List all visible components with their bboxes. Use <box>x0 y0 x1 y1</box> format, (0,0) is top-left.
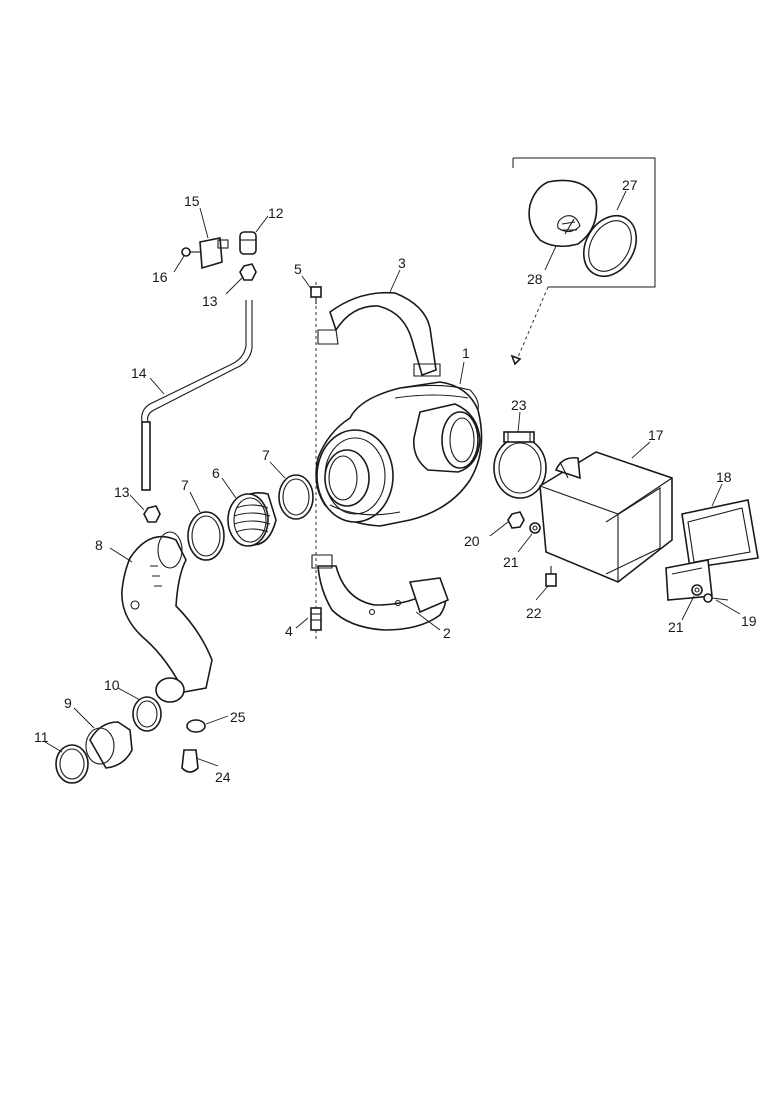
seal-ring-27 <box>582 215 638 277</box>
indicator-tube-14 <box>141 300 253 491</box>
clamp-23 <box>493 431 547 499</box>
callout-19: 19 <box>741 613 757 629</box>
inset-detail-box <box>510 157 656 366</box>
air-cleaner-housing-1 <box>315 381 483 527</box>
callout-10: 10 <box>104 677 120 693</box>
callout-7-left: 7 <box>181 477 189 493</box>
callout-1: 1 <box>462 345 470 361</box>
washer-21a <box>529 522 541 534</box>
fitting-13-bottom <box>143 505 161 523</box>
clamp-25 <box>186 719 206 733</box>
sleeve-10 <box>132 677 185 732</box>
nut-20 <box>507 511 525 529</box>
clamp-7-right <box>278 474 314 520</box>
clamp-7-left <box>187 511 225 561</box>
callout-labels: 1 2 3 4 5 6 7 7 8 9 10 11 12 13 13 14 15… <box>34 177 757 785</box>
washer-21b <box>691 584 703 596</box>
callout-18: 18 <box>716 469 732 485</box>
bolt-19 <box>703 593 729 603</box>
callout-11: 11 <box>34 729 49 745</box>
callout-21a: 21 <box>503 554 519 570</box>
callout-27: 27 <box>622 177 638 193</box>
filter-element-28 <box>528 179 598 248</box>
callout-14: 14 <box>131 365 147 381</box>
callout-28: 28 <box>527 271 543 287</box>
callout-23: 23 <box>511 397 527 413</box>
bolt-5 <box>310 286 322 304</box>
callout-2: 2 <box>443 625 451 641</box>
callout-25: 25 <box>230 709 246 725</box>
callout-13-bottom: 13 <box>114 484 130 500</box>
indicator-12 <box>239 231 257 255</box>
callout-4: 4 <box>285 623 293 639</box>
fitting-13-top <box>239 263 257 281</box>
bolt-22 <box>545 566 557 587</box>
callout-7-right: 7 <box>262 447 270 463</box>
screen-18 <box>665 499 759 601</box>
callout-9: 9 <box>64 695 72 711</box>
callout-16: 16 <box>152 269 168 285</box>
elbow-duct-8 <box>121 531 213 693</box>
callout-20: 20 <box>464 533 480 549</box>
clamp-11 <box>55 744 89 784</box>
callout-8: 8 <box>95 537 103 553</box>
bolt-4 <box>310 607 322 631</box>
callout-22: 22 <box>526 605 542 621</box>
mounting-strap-3 <box>317 291 441 377</box>
hose-6 <box>227 492 277 547</box>
callout-5: 5 <box>294 261 302 277</box>
screw-16 <box>181 247 200 257</box>
leader-lines <box>44 207 741 767</box>
coupling-9 <box>85 721 133 769</box>
callout-15: 15 <box>184 193 200 209</box>
inlet-hood-17 <box>539 451 673 583</box>
mounting-strap-2 <box>311 554 450 631</box>
callout-12: 12 <box>268 205 284 221</box>
callout-6: 6 <box>212 465 220 481</box>
callout-21b: 21 <box>668 619 684 635</box>
bracket-15 <box>199 237 229 270</box>
dust-valve-24 <box>181 749 199 773</box>
callout-13-top: 13 <box>202 293 218 309</box>
callout-17: 17 <box>648 427 664 443</box>
callout-24: 24 <box>215 769 231 785</box>
callout-3: 3 <box>398 255 406 271</box>
